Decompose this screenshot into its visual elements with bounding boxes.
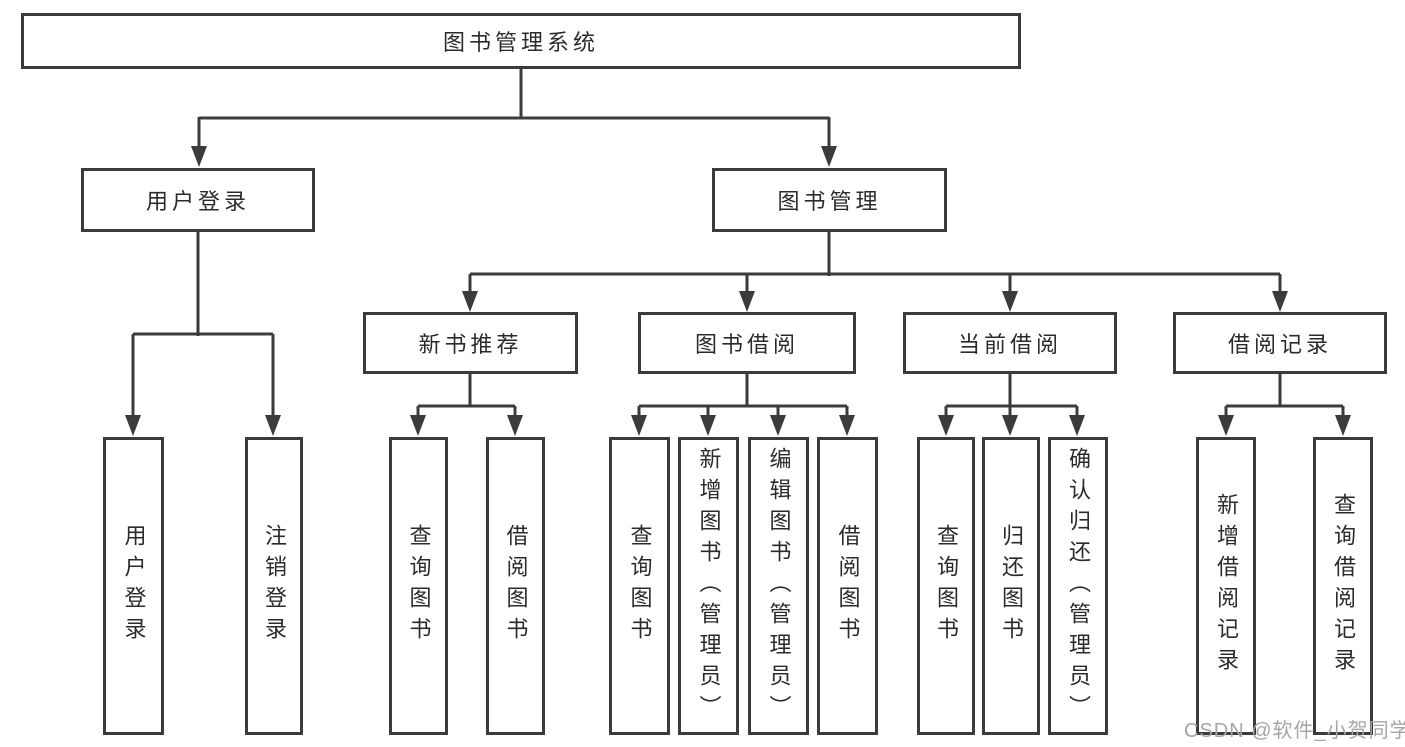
node-label: 查询图书 bbox=[934, 524, 959, 648]
node-book-borrow: 图书借阅 bbox=[638, 312, 856, 374]
node-root: 图书管理系统 bbox=[21, 13, 1021, 69]
node-leaf-bb-add-book-admin: 新增图书（管理员） bbox=[678, 437, 739, 735]
node-leaf-bb-query-book: 查询图书 bbox=[609, 437, 670, 735]
node-label: 新增图书（管理员） bbox=[696, 446, 722, 726]
node-leaf-bb-edit-book-admin: 编辑图书（管理员） bbox=[748, 437, 809, 735]
node-label: 借阅图书 bbox=[503, 524, 529, 648]
node-label: 借阅图书 bbox=[835, 524, 861, 648]
node-label: 查询图书 bbox=[406, 524, 432, 648]
csdn-watermark: CSDN @软件_小贺同学 bbox=[1184, 720, 1405, 742]
node-label: 编辑图书（管理员） bbox=[766, 446, 792, 726]
node-user-login: 用户登录 bbox=[81, 168, 315, 232]
node-leaf-cb-query-book: 查询图书 bbox=[917, 437, 975, 735]
node-book-management: 图书管理 bbox=[712, 168, 947, 232]
node-leaf-cb-confirm-return-admin: 确认归还（管理员） bbox=[1048, 437, 1108, 735]
node-label: 归还图书 bbox=[999, 524, 1024, 648]
node-label: 新增借阅记录 bbox=[1214, 493, 1239, 679]
node-leaf-bb-borrow-book: 借阅图书 bbox=[817, 437, 878, 735]
node-leaf-user-login: 用户登录 bbox=[103, 437, 164, 735]
node-leaf-nbr-query-book: 查询图书 bbox=[389, 437, 448, 735]
node-leaf-cb-return-book: 归还图书 bbox=[982, 437, 1040, 735]
node-label: 注销登录 bbox=[262, 524, 287, 648]
node-new-book-recommend: 新书推荐 bbox=[363, 312, 578, 374]
node-label: 确认归还（管理员） bbox=[1066, 446, 1091, 726]
node-current-borrow: 当前借阅 bbox=[903, 312, 1117, 374]
node-borrow-records: 借阅记录 bbox=[1173, 312, 1387, 374]
node-leaf-logout: 注销登录 bbox=[245, 437, 303, 735]
node-leaf-br-add-record: 新增借阅记录 bbox=[1196, 437, 1256, 735]
node-leaf-br-query-record: 查询借阅记录 bbox=[1313, 437, 1373, 735]
node-leaf-nbr-borrow-book: 借阅图书 bbox=[486, 437, 545, 735]
node-label: 查询借阅记录 bbox=[1331, 493, 1356, 679]
node-label: 查询图书 bbox=[627, 524, 653, 648]
node-label: 用户登录 bbox=[121, 524, 147, 648]
